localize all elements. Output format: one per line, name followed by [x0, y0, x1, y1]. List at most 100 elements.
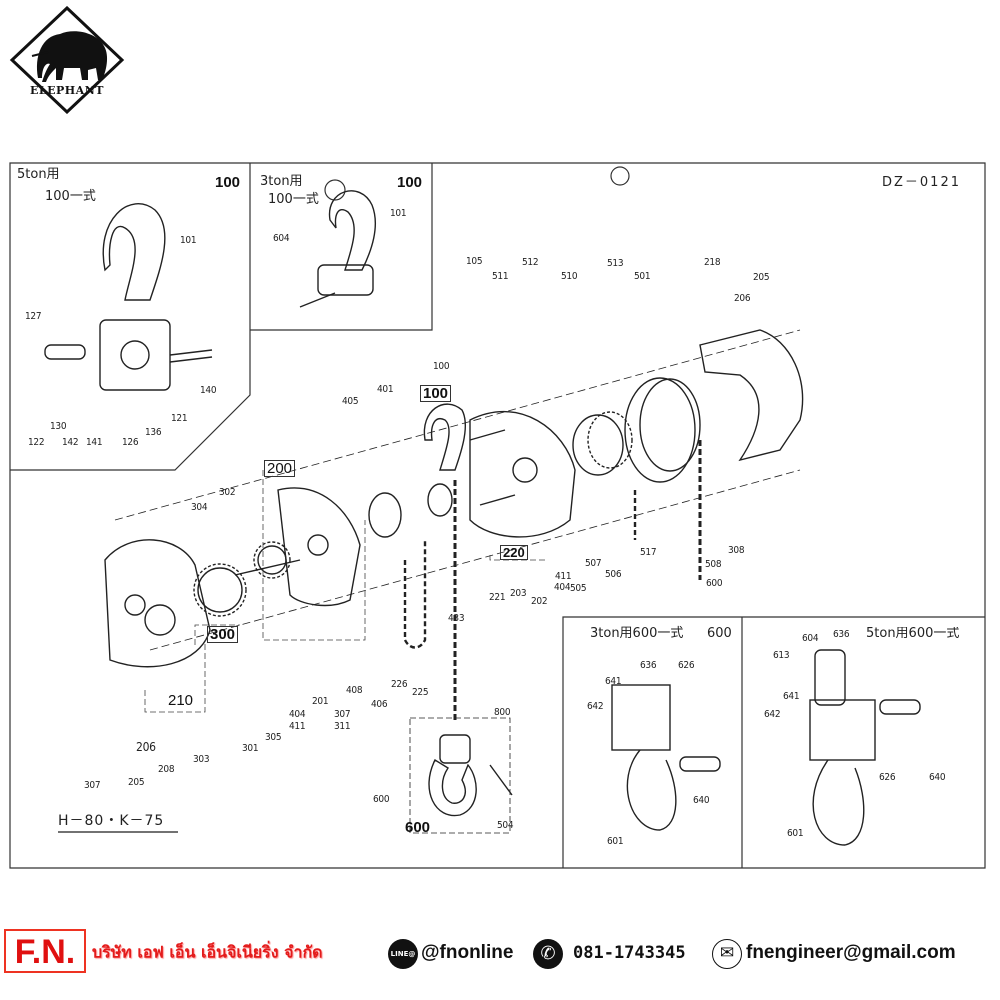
- part-label: 517: [640, 547, 657, 558]
- part-label: 307: [334, 709, 351, 720]
- part-label: 302: [219, 487, 236, 498]
- part-label: 101: [390, 208, 407, 219]
- part-label: 512: [522, 257, 539, 268]
- part-label: 100: [433, 361, 450, 372]
- part-label: 130: [50, 421, 67, 432]
- part-label: 404: [289, 709, 306, 720]
- part-label: 206: [136, 740, 156, 754]
- part-label: 642: [587, 701, 604, 712]
- part-label: 511: [492, 271, 509, 282]
- part-label: 600: [373, 794, 390, 805]
- inset-3ton-subtitle: 100一式: [268, 192, 319, 207]
- part-label: 225: [412, 687, 429, 698]
- group-label-300: 300: [207, 626, 239, 643]
- part-label: 508: [705, 559, 722, 570]
- part-label: 205: [753, 272, 770, 283]
- part-label: 405: [342, 396, 359, 407]
- group-label-220: 220: [500, 545, 528, 560]
- inset-5ton-600-title: 5ton用600一式: [866, 627, 960, 640]
- part-label: 203: [510, 588, 527, 599]
- inset-5ton-subtitle: 100一式: [45, 189, 96, 204]
- part-label: 636: [640, 660, 657, 671]
- part-label: 208: [158, 764, 175, 775]
- part-label: 642: [764, 709, 781, 720]
- inset-3ton-title: 3ton用: [260, 174, 303, 189]
- part-label: 401: [377, 384, 394, 395]
- part-label: 601: [607, 836, 624, 847]
- part-label: 640: [929, 772, 946, 783]
- part-label: 626: [678, 660, 695, 671]
- inset-3ton-600-group: 600: [707, 626, 732, 641]
- group-label-200: 200: [264, 460, 296, 477]
- part-label: 202: [531, 596, 548, 607]
- elephant-logo: ELEPHANT: [8, 5, 126, 115]
- line-icon: LINE@: [388, 939, 418, 969]
- company-logo: F.N.: [4, 929, 86, 973]
- part-label: 406: [371, 699, 388, 710]
- group-label-600: 600: [405, 819, 431, 836]
- inset-5ton-group: 100: [215, 174, 241, 191]
- line-id[interactable]: @fnonline: [421, 942, 514, 963]
- part-label: 510: [561, 271, 578, 282]
- part-label: 600: [706, 578, 723, 589]
- phone-icon: ✆: [533, 939, 563, 969]
- group-label-100: 100: [420, 385, 452, 402]
- part-label: 411: [555, 571, 572, 582]
- part-label: 307: [84, 780, 101, 791]
- part-label: 604: [273, 233, 290, 244]
- contact-footer: F.N. บริษัท เอฟ เอ็น เอ็นจิเนียริ่ง จำกั…: [0, 925, 1000, 980]
- line-icon-label: LINE@: [390, 950, 416, 958]
- part-label: 501: [634, 271, 651, 282]
- part-label: 304: [191, 502, 208, 513]
- part-label: 101: [180, 235, 197, 246]
- email-link[interactable]: fnengineer@gmail.com: [746, 942, 956, 963]
- part-label: 640: [693, 795, 710, 806]
- part-label: 142: [62, 437, 79, 448]
- part-label: 305: [265, 732, 282, 743]
- mail-icon: ✉: [712, 939, 742, 969]
- logo-brand-text: ELEPHANT: [30, 84, 104, 97]
- model-note: H－80・K－75: [58, 813, 165, 829]
- group-label-210: 210: [168, 692, 194, 709]
- part-label: 122: [28, 437, 45, 448]
- phone-number[interactable]: 081-1743345: [573, 943, 686, 963]
- part-label: 136: [145, 427, 162, 438]
- part-label: 626: [879, 772, 896, 783]
- part-label: 127: [25, 311, 42, 322]
- part-label: 636: [833, 629, 850, 640]
- part-label: 507: [585, 558, 602, 569]
- part-label: 226: [391, 679, 408, 690]
- part-label: 221: [489, 592, 506, 603]
- part-label: 404: [554, 582, 571, 593]
- part-label: 121: [171, 413, 188, 424]
- part-label: 513: [607, 258, 624, 269]
- inset-5ton-title: 5ton用: [17, 167, 60, 182]
- part-label: 303: [193, 754, 210, 765]
- part-label: 433: [448, 613, 465, 624]
- part-label: 504: [497, 820, 514, 831]
- part-label: 126: [122, 437, 139, 448]
- part-label: 201: [312, 696, 329, 707]
- part-label: 141: [86, 437, 103, 448]
- part-label: 206: [734, 293, 751, 304]
- company-name: บริษัท เอฟ เอ็น เอ็นจิเนียริ่ง จำกัด: [92, 942, 323, 962]
- part-label: 641: [605, 676, 622, 687]
- part-label: 301: [242, 743, 259, 754]
- document-code: DZ－0121: [882, 175, 962, 190]
- part-label: 205: [128, 777, 145, 788]
- part-label: 604: [802, 633, 819, 644]
- part-label: 140: [200, 385, 217, 396]
- part-label: 311: [334, 721, 351, 732]
- part-label: 408: [346, 685, 363, 696]
- inset-3ton-group: 100: [397, 174, 423, 191]
- inset-3ton-600-title: 3ton用600一式: [590, 626, 684, 641]
- part-label: 218: [704, 257, 721, 268]
- part-label: 613: [773, 650, 790, 661]
- part-label: 308: [728, 545, 745, 556]
- part-label: 105: [466, 256, 483, 267]
- part-label: 505: [570, 583, 587, 594]
- part-label: 411: [289, 721, 306, 732]
- part-label: 641: [783, 691, 800, 702]
- part-label: 506: [605, 569, 622, 580]
